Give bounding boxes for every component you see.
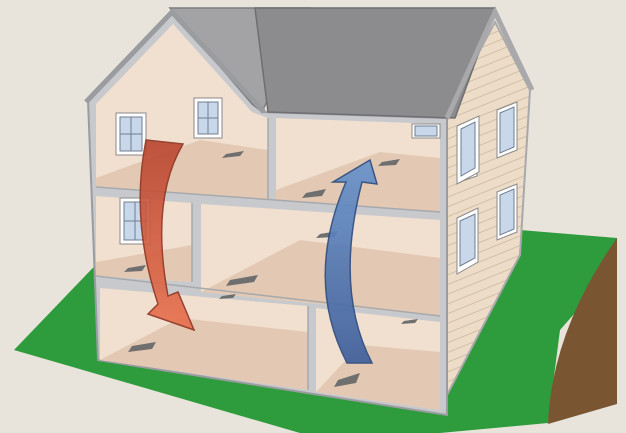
interior-window-2 [194, 98, 222, 138]
side-window-4-glass [500, 189, 514, 235]
interior-window-4 [412, 124, 440, 138]
roof-main-plane [255, 8, 495, 118]
interior-window-1 [116, 113, 146, 155]
side-window-2-glass [500, 107, 514, 153]
side-window-3-glass [460, 214, 475, 266]
side-window-1-glass [461, 122, 475, 176]
